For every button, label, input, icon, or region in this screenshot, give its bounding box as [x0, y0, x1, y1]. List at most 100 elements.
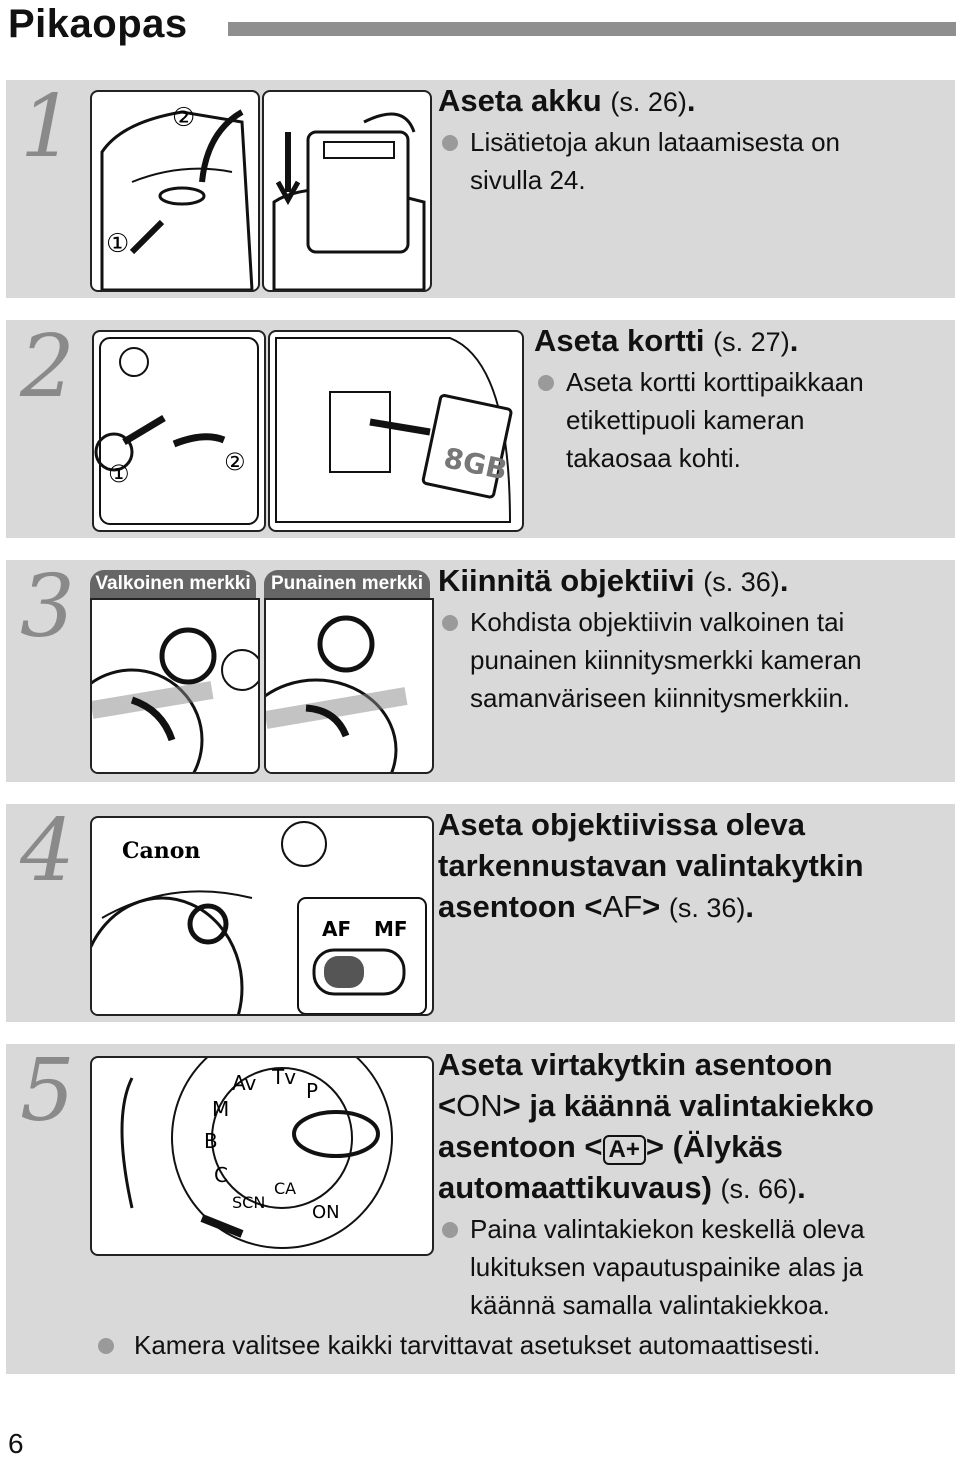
step-number: 3: [20, 557, 75, 657]
dial-label-av: Av: [232, 1071, 257, 1095]
step-heading-line: Aseta virtakytkin asentoon: [438, 1047, 833, 1082]
step-number: 2: [20, 317, 75, 417]
on-symbol-icon: ON: [456, 1088, 503, 1123]
step-heading-line: asentoon <A+> (Älykäs: [438, 1126, 958, 1167]
step-1: 1 ② ① Aseta akku (s. 26). Lisätietoja ak…: [6, 80, 955, 298]
step-4: 4 Canon AF MF Aseta objektiivissa oleva …: [6, 804, 955, 1022]
page-number: 6: [8, 1428, 24, 1459]
page-reference: (s. 36): [668, 893, 746, 923]
card-slot-open-illustration: ① ②: [92, 330, 266, 532]
heading-text: <: [438, 1088, 457, 1123]
heading-text: asentoon <: [438, 889, 603, 924]
heading-text: Aseta kortti: [534, 323, 705, 358]
callout-2: ②: [224, 448, 246, 476]
step-heading-line: automaattikuvaus) (s. 66).: [438, 1167, 958, 1210]
callout-2: ②: [172, 103, 195, 133]
bullet-item: Kohdista objektiivin valkoinen tai: [438, 603, 948, 641]
bullet-continuation: sivulla 24.: [438, 161, 948, 199]
step-heading-line: Aseta objektiivissa oleva: [438, 807, 806, 842]
bullet-line: sivulla 24.: [470, 165, 586, 195]
dial-label-ca: CA: [274, 1179, 296, 1198]
power-on-label: ON: [312, 1202, 340, 1223]
lens-mount-white-illustration: [90, 598, 260, 774]
bullet-line: punainen kiinnitysmerkki kameran: [470, 645, 862, 675]
step-3: 3 Valkoinen merkki Punainen merkki Kiinn…: [6, 560, 955, 782]
bullet-line: takaosaa kohti.: [566, 443, 741, 473]
bullet-line: Aseta kortti korttipaikkaan: [566, 367, 864, 397]
heading-text: asentoon <: [438, 1129, 603, 1164]
bullet-icon: [442, 615, 458, 631]
step-heading: Aseta akku (s. 26).: [438, 80, 948, 123]
heading-end: .: [686, 83, 696, 118]
bullet-line: Paina valintakiekon keskellä oleva: [470, 1214, 865, 1244]
switch-af-label: AF: [322, 917, 351, 941]
bullet-item: Lisätietoja akun lataamisesta on: [438, 123, 948, 161]
scene-intelligent-auto-icon: A+: [602, 1135, 646, 1165]
bullet-icon: [98, 1338, 114, 1354]
dial-label-scn: SCN: [232, 1193, 265, 1212]
page-reference: (s. 26): [610, 87, 687, 117]
heading-end: .: [789, 323, 799, 358]
step-5: 5 M Av Tv P B C SCN CA ON Aseta virtakyt…: [6, 1044, 955, 1374]
dial-label-p: P: [306, 1079, 318, 1103]
bullet-continuation: takaosaa kohti.: [534, 439, 954, 477]
heading-text: Kiinnitä objektiivi: [438, 563, 695, 598]
heading-text: >: [642, 889, 661, 924]
dial-label-tv: Tv: [271, 1065, 296, 1089]
step-heading: Aseta kortti (s. 27).: [534, 320, 954, 363]
heading-end: .: [797, 1170, 806, 1205]
heading-text: > ja käännä valintakiekko: [502, 1088, 874, 1123]
title-rule: [228, 22, 956, 36]
footer-note-text: Kamera valitsee kaikki tarvittavat asetu…: [134, 1330, 821, 1360]
page-title: Pikaopas: [8, 2, 188, 46]
bullet-icon: [442, 135, 458, 151]
brand-label: Canon: [122, 838, 200, 864]
battery-illustration-insert: [262, 90, 432, 292]
bullet-line: etikettipuoli kameran: [566, 405, 805, 435]
bullet-line: käännä samalla valintakiekkoa.: [470, 1290, 830, 1320]
dial-label-m: M: [212, 1097, 229, 1121]
switch-mf-label: MF: [374, 917, 408, 941]
bullet-item: Aseta kortti korttipaikkaan: [534, 363, 954, 401]
bullet-line: Kohdista objektiivin valkoinen tai: [470, 607, 845, 637]
red-mark-tag: Punainen merkki: [264, 570, 430, 598]
bullet-continuation: samanväriseen kiinnitysmerkkiin.: [438, 679, 948, 717]
dial-label-c: C: [214, 1163, 228, 1187]
heading-text: automaattikuvaus): [438, 1170, 712, 1205]
heading-text: > (Älykäs: [645, 1129, 783, 1164]
battery-illustration-open: ② ①: [90, 90, 260, 292]
step-heading-line: tarkennustavan valintakytkin: [438, 848, 864, 883]
bullet-icon: [442, 1222, 458, 1238]
focus-mode-illustration: Canon AF MF: [90, 816, 434, 1016]
page-reference: (s. 27): [713, 327, 790, 357]
page-reference: (s. 36): [703, 567, 780, 597]
bullet-continuation: käännä samalla valintakiekkoa.: [438, 1286, 958, 1324]
white-mark-tag: Valkoinen merkki: [90, 570, 256, 598]
footer-note: Kamera valitsee kaikki tarvittavat asetu…: [94, 1326, 954, 1364]
callout-1: ①: [108, 460, 130, 488]
bullet-continuation: lukituksen vapautuspainike alas ja: [438, 1248, 958, 1286]
bullet-line: Lisätietoja akun lataamisesta on: [470, 127, 841, 157]
bullet-line: samanväriseen kiinnitysmerkkiin.: [470, 683, 851, 713]
card-insert-illustration: 8GB: [268, 330, 524, 532]
af-symbol-icon: AF: [602, 889, 643, 924]
heading-end: .: [779, 563, 789, 598]
bullet-line: lukituksen vapautuspainike alas ja: [470, 1252, 864, 1282]
heading-end: .: [745, 889, 755, 924]
step-heading-line: <ON> ja käännä valintakiekko: [438, 1085, 958, 1126]
step-number: 1: [20, 77, 75, 177]
step-number: 4: [20, 801, 75, 901]
bullet-item: Paina valintakiekon keskellä oleva: [438, 1210, 958, 1248]
lens-mount-red-illustration: [264, 598, 434, 774]
step-heading: Kiinnitä objektiivi (s. 36).: [438, 560, 948, 603]
step-number: 5: [20, 1041, 75, 1141]
step-2: 2 ① ② 8GB Aseta kortti (s. 27). Aseta ko: [6, 320, 955, 538]
step-heading-line: asentoon <AF> (s. 36).: [438, 886, 958, 929]
bullet-continuation: etikettipuoli kameran: [534, 401, 954, 439]
heading-text: Aseta akku: [438, 83, 602, 118]
bullet-icon: [538, 375, 554, 391]
callout-1: ①: [106, 229, 129, 259]
bullet-continuation: punainen kiinnitysmerkki kameran: [438, 641, 948, 679]
mode-dial-illustration: M Av Tv P B C SCN CA ON: [90, 1056, 434, 1256]
dial-label-b: B: [204, 1129, 218, 1153]
